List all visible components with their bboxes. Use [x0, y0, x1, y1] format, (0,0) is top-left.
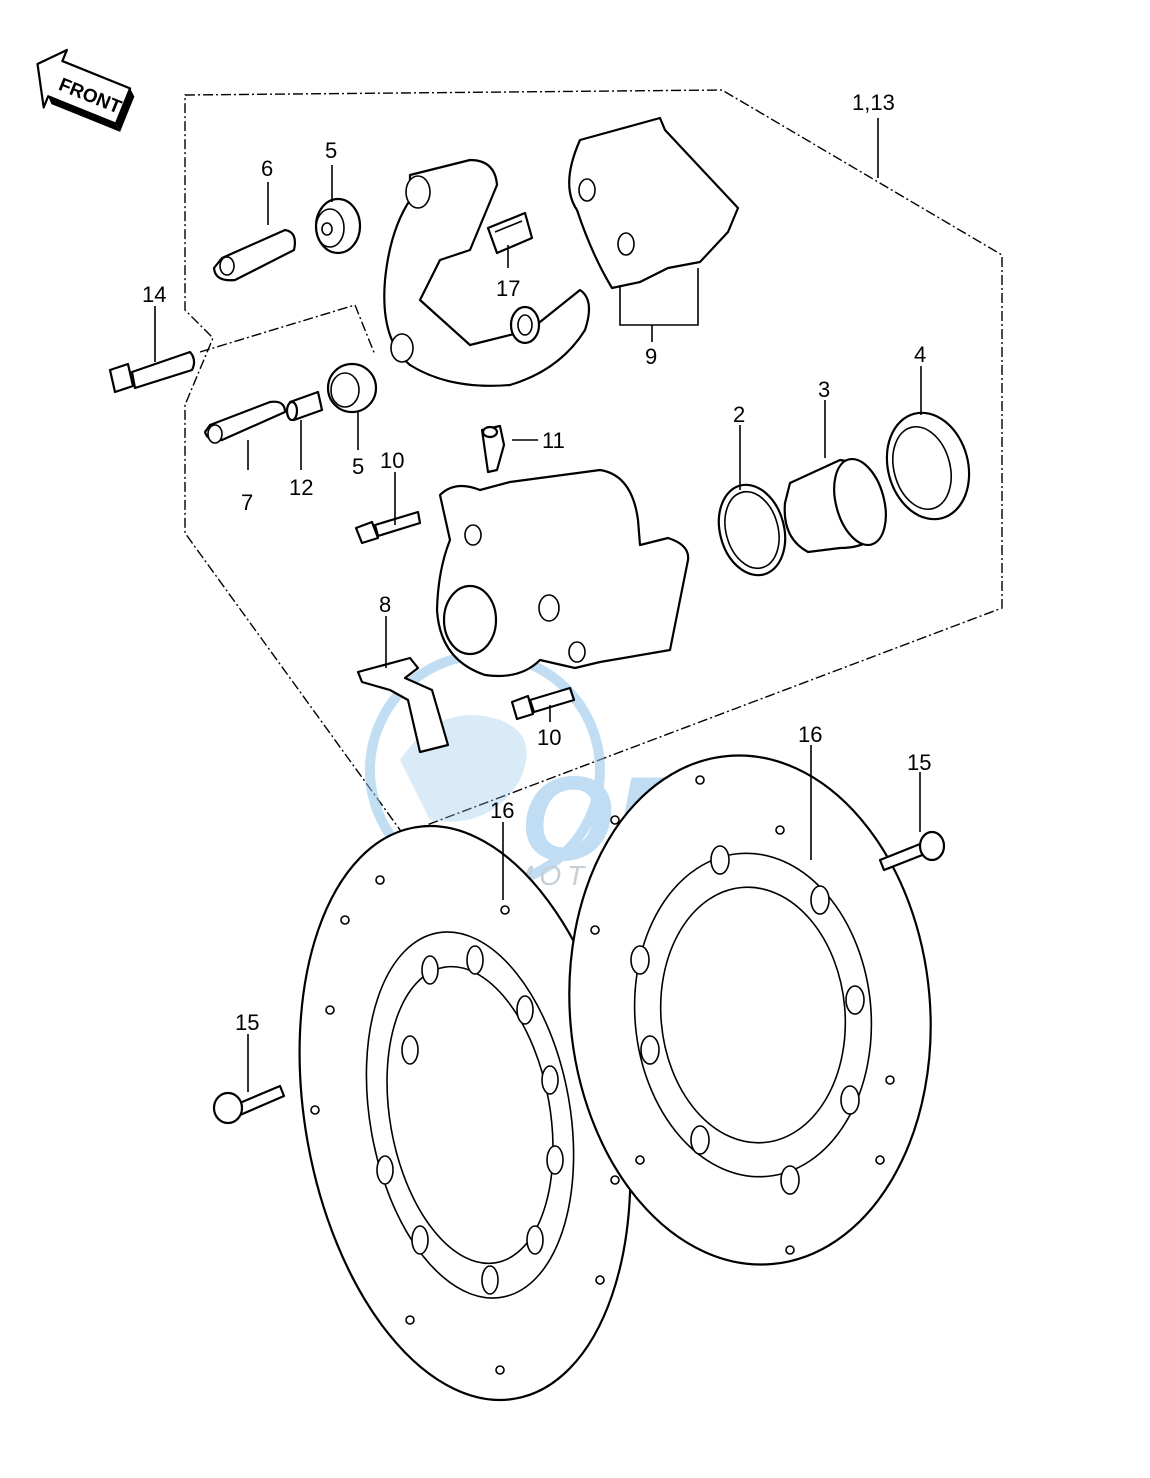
- callout-14: 14: [142, 282, 166, 307]
- part-15-disc-bolt-left: [212, 1084, 286, 1125]
- part-16-brake-disc-right: [568, 754, 932, 1266]
- callout-10-lower: 10: [537, 725, 561, 750]
- part-7-slide-pin: [203, 400, 287, 444]
- callout-7: 7: [241, 490, 253, 515]
- part-16-brake-disc-left: [298, 824, 632, 1402]
- callout-6: 6: [261, 156, 273, 181]
- part-2-piston-seal: [717, 483, 787, 577]
- callout-5-upper: 5: [325, 138, 337, 163]
- callout-16-left: 16: [490, 798, 514, 823]
- callout-1-13: 1,13: [852, 90, 895, 115]
- part-4-dust-seal: [885, 411, 971, 521]
- part-12-sleeve: [285, 390, 324, 422]
- part-14-mounting-bolt: [108, 350, 196, 394]
- callout-4: 4: [914, 342, 926, 367]
- caliper-mounting-bracket: [383, 158, 591, 387]
- callout-8: 8: [379, 592, 391, 617]
- callout-10-upper: 10: [380, 448, 404, 473]
- part-10-bolt-upper: [354, 510, 422, 545]
- callout-9: 9: [645, 344, 657, 369]
- part-5-dust-boot-upper: [314, 197, 362, 255]
- caliper-assembly-boundary: [184, 89, 1003, 835]
- callout-16-right: 16: [798, 722, 822, 747]
- part-10-bolt-lower: [510, 686, 576, 721]
- part-5-dust-boot-lower: [326, 362, 378, 414]
- callout-15-left: 15: [235, 1010, 259, 1035]
- callout-12: 12: [289, 475, 313, 500]
- front-direction-badge: FRONT: [36, 48, 135, 132]
- callout-11: 11: [542, 428, 565, 453]
- callout-3: 3: [818, 377, 830, 402]
- callout-17: 17: [496, 276, 520, 301]
- part-9-brake-pads: [568, 116, 740, 290]
- caliper-body: [435, 468, 690, 678]
- callout-2: 2: [733, 402, 745, 427]
- leader-lines: [154, 118, 922, 1092]
- callout-15-right: 15: [907, 750, 931, 775]
- part-3-piston: [783, 457, 887, 554]
- part-8-pad-spring: [356, 656, 450, 754]
- part-14-axis-line: [199, 304, 376, 356]
- part-6-slide-pin: [212, 228, 297, 282]
- part-11-bleed-valve: [480, 424, 506, 474]
- part-17-anti-rattle-shim: [486, 211, 534, 255]
- part-15-disc-bolt-right: [878, 830, 946, 872]
- callout-5-lower: 5: [352, 454, 364, 479]
